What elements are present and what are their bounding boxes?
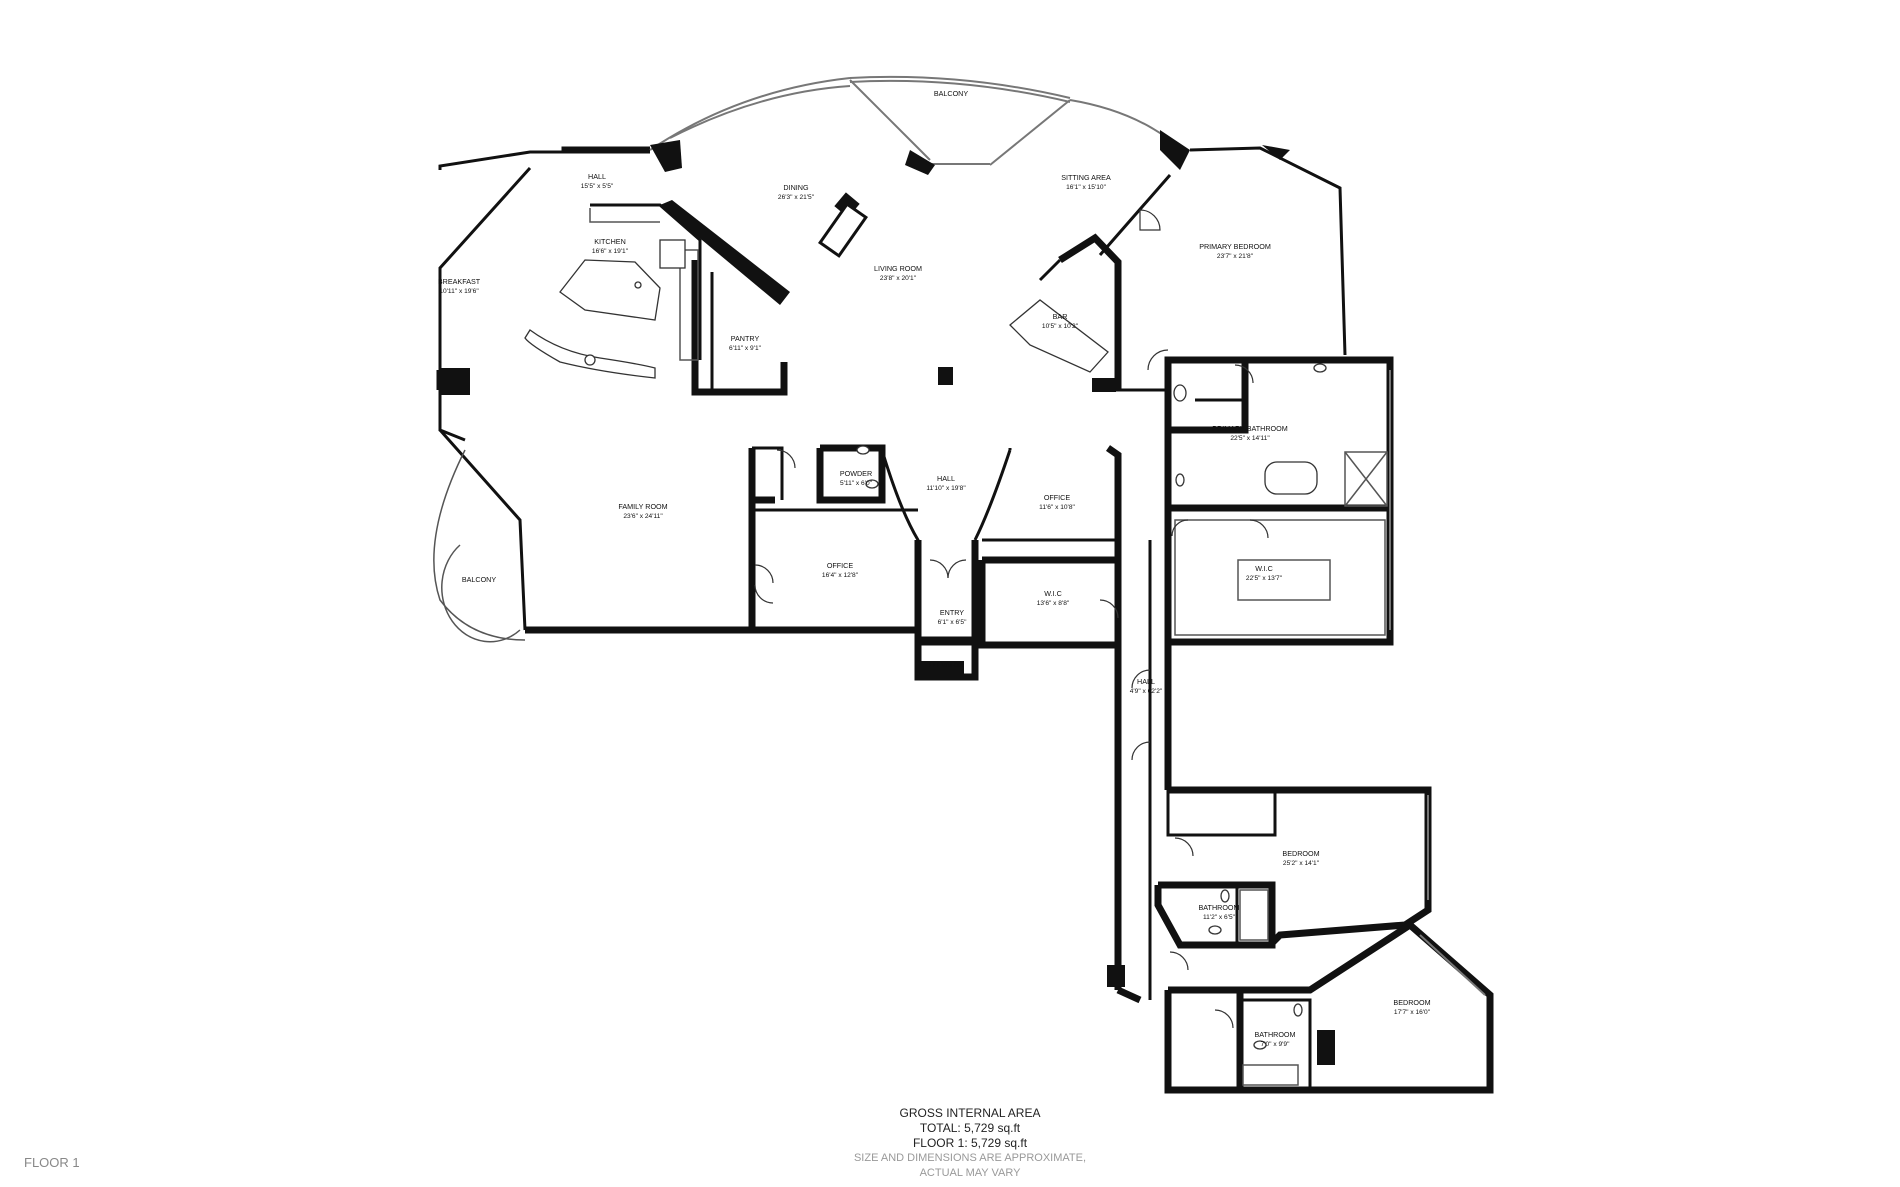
floor-label: FLOOR 1 — [24, 1155, 80, 1170]
label-wic-primary: W.I.C — [1255, 564, 1273, 573]
dim-entry: 6'1" x 6'5" — [938, 619, 967, 626]
label-family-room: FAMILY ROOM — [618, 502, 667, 511]
dim-hall-mid: 11'10" x 19'8" — [926, 485, 966, 492]
long-hall — [1114, 540, 1172, 1004]
dim-wic-primary: 22'5" x 13'7" — [1246, 575, 1283, 582]
dim-sitting-area: 16'1" x 15'10" — [1066, 184, 1106, 191]
dim-bedroom-1: 25'2" x 14'1" — [1283, 860, 1320, 867]
kitchen-walls — [590, 192, 860, 396]
doors — [754, 209, 1269, 1029]
label-bathroom-2: BATHROOM — [1255, 1030, 1296, 1039]
label-hall-top: HALL — [588, 172, 606, 181]
kitchen-fixtures — [524, 208, 699, 379]
label-kitchen: KITCHEN — [594, 237, 626, 246]
label-bathroom-1: BATHROOM — [1199, 903, 1240, 912]
bar-counter — [1009, 299, 1109, 373]
dim-hall-top: 15'5" x 5'5" — [581, 183, 614, 190]
dim-powder: 5'11" x 6'0" — [840, 480, 873, 487]
gross-area-total: TOTAL: 5,729 sq.ft — [919, 1121, 1021, 1135]
gross-area-floor: FLOOR 1: 5,729 sq.ft — [912, 1136, 1028, 1150]
label-office-left: OFFICE — [827, 561, 854, 570]
label-wic-small: W.I.C — [1044, 589, 1062, 598]
dim-primary-bathroom: 22'5" x 14'11" — [1230, 435, 1270, 442]
primary-suite — [1164, 356, 1394, 646]
dim-hall-long: 4'9" x 62'2" — [1130, 688, 1163, 695]
dim-kitchen: 16'6" x 19'1" — [592, 248, 629, 255]
label-living-room: LIVING ROOM — [874, 264, 922, 273]
dim-bedroom-2: 17'7" x 16'0" — [1394, 1009, 1431, 1016]
label-bedroom-1: BEDROOM — [1282, 849, 1319, 858]
label-breakfast: BREAKFAST — [438, 277, 481, 286]
dim-wic-small: 13'6" x 8'8" — [1037, 600, 1070, 607]
label-dining: DINING — [783, 183, 809, 192]
dim-breakfast: 10'11" x 19'6" — [439, 288, 479, 295]
gross-area-heading: GROSS INTERNAL AREA — [899, 1106, 1041, 1120]
bathroom-fixtures — [856, 363, 1327, 1050]
gross-area-disclaimer: SIZE AND DIMENSIONS ARE APPROXIMATE, ACT… — [853, 1152, 1087, 1179]
dim-office-left: 16'4" x 12'8" — [822, 572, 859, 579]
bedroom-2-block — [1164, 920, 1494, 1094]
label-hall-mid: HALL — [937, 474, 955, 483]
label-hall-long: HALL — [1137, 677, 1155, 686]
label-pantry: PANTRY — [731, 334, 760, 343]
dim-bar: 10'5" x 10'2" — [1042, 323, 1079, 330]
stairs — [818, 202, 952, 384]
bedroom-1-block — [1154, 786, 1432, 949]
label-powder: POWDER — [840, 469, 872, 478]
dim-office-right: 11'6" x 10'8" — [1039, 504, 1075, 511]
label-entry: ENTRY — [940, 608, 964, 617]
label-office-right: OFFICE — [1044, 493, 1071, 502]
label-balcony-top: BALCONY — [934, 89, 969, 98]
dim-family-room: 23'6" x 24'11" — [623, 513, 663, 520]
label-bar: BAR — [1053, 312, 1068, 321]
label-primary-bedroom: PRIMARY BEDROOM — [1199, 242, 1271, 251]
dim-pantry: 6'11" x 9'1" — [729, 345, 762, 352]
label-balcony-left: BALCONY — [462, 575, 497, 584]
dim-living-room: 23'8" x 20'1" — [880, 275, 917, 282]
dim-dining: 26'3" x 21'5" — [778, 194, 815, 201]
label-primary-bathroom: PRIMARY BATHROOM — [1212, 424, 1287, 433]
gross-area-summary: GROSS INTERNAL AREA TOTAL: 5,729 sq.ft F… — [840, 1106, 1100, 1181]
room-labels: HALL 15'5" x 5'5" DINING 26'3" x 21'5" B… — [438, 89, 1431, 1048]
label-elevator: ELEVATOR — [929, 662, 963, 669]
dim-bathroom-2: 7'0" x 9'9" — [1261, 1041, 1290, 1048]
dim-primary-bedroom: 23'7" x 21'8" — [1217, 253, 1254, 260]
label-sitting-area: SITTING AREA — [1061, 173, 1111, 182]
label-bedroom-2: BEDROOM — [1393, 998, 1430, 1007]
dim-bathroom-1: 11'2" x 6'5" — [1203, 914, 1236, 921]
